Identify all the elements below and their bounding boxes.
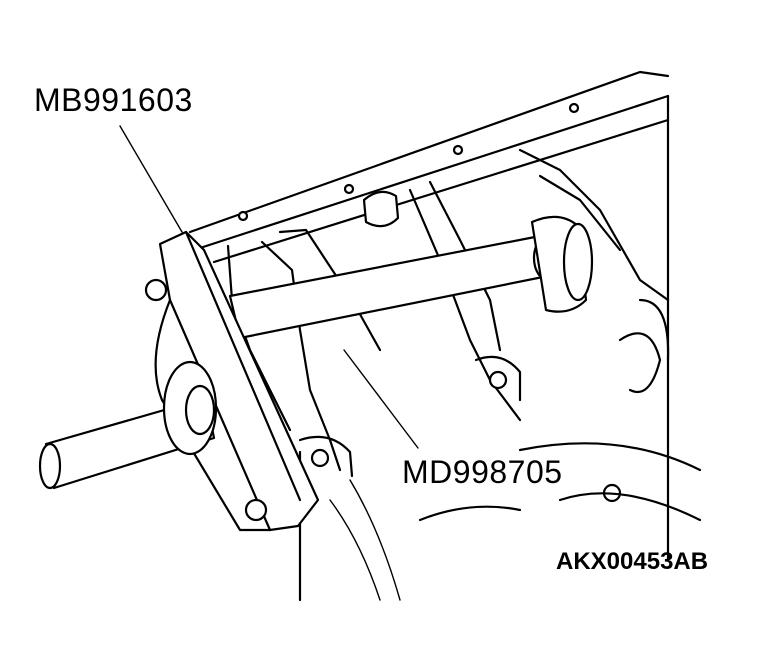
leader-line-md998705 — [343, 349, 419, 449]
leader-line-mb991603 — [119, 125, 183, 233]
callout-label-md998705: MD998705 — [402, 454, 563, 490]
figure-code: AKX00453AB — [556, 548, 709, 575]
callout-label-mb991603: MB991603 — [34, 82, 193, 118]
shaft-tool — [38, 215, 594, 490]
plate-tool — [144, 230, 320, 532]
